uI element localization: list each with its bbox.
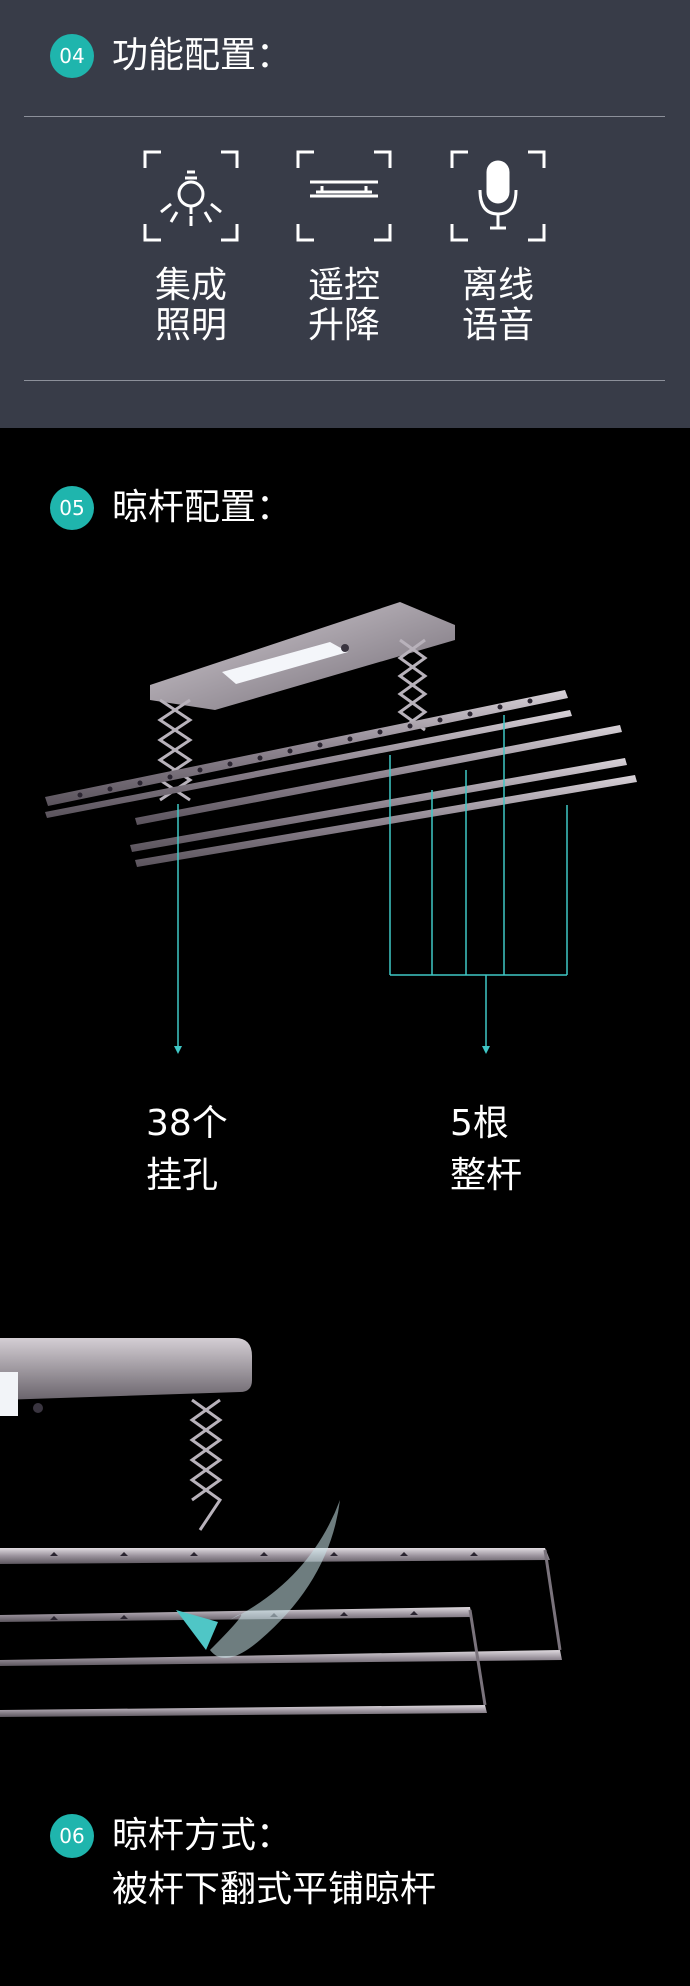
section-number-badge: 05 xyxy=(50,486,94,530)
section-subtitle: 被杆下翻式平铺晾杆 xyxy=(112,1869,437,1910)
feature-remote-lift: 遥控 升降 xyxy=(289,148,399,346)
bulb-icon xyxy=(143,148,239,244)
drying-rack-illustration xyxy=(45,602,637,1054)
microphone-icon xyxy=(450,148,546,244)
feature-label-line2: 语音 xyxy=(461,305,534,346)
callout-label: 挂孔 xyxy=(146,1155,219,1196)
callout-value: 5根 xyxy=(450,1103,509,1144)
callout-value: 38个 xyxy=(146,1103,228,1144)
feature-label-line2: 照明 xyxy=(154,305,227,346)
feature-offline-voice: 离线 语音 xyxy=(443,148,553,346)
divider xyxy=(24,380,665,381)
section-title: 晾杆方式： xyxy=(112,1815,293,1856)
rods-callout: 5根 整杆 xyxy=(450,1098,522,1202)
feature-label-line1: 遥控 xyxy=(307,265,380,306)
feature-integrated-lighting: 集成 照明 xyxy=(136,148,246,346)
section-title: 功能配置： xyxy=(112,35,293,76)
callout-label: 整杆 xyxy=(450,1155,523,1196)
rack-lift-icon xyxy=(296,148,392,244)
feature-label-line1: 集成 xyxy=(154,265,227,306)
divider xyxy=(24,116,665,117)
section-number-badge: 04 xyxy=(50,34,94,78)
section-title: 晾杆配置： xyxy=(112,487,293,528)
feature-label-line2: 升降 xyxy=(307,305,380,346)
feature-label-line1: 离线 xyxy=(461,265,534,306)
hanging-holes-callout: 38个 挂孔 xyxy=(146,1098,228,1202)
section-number-badge: 06 xyxy=(50,1814,94,1858)
flip-down-rod-illustration xyxy=(0,1338,562,1717)
feature-config-section: 04 功能配置： 集成 照明 遥控 升降 xyxy=(0,0,690,428)
